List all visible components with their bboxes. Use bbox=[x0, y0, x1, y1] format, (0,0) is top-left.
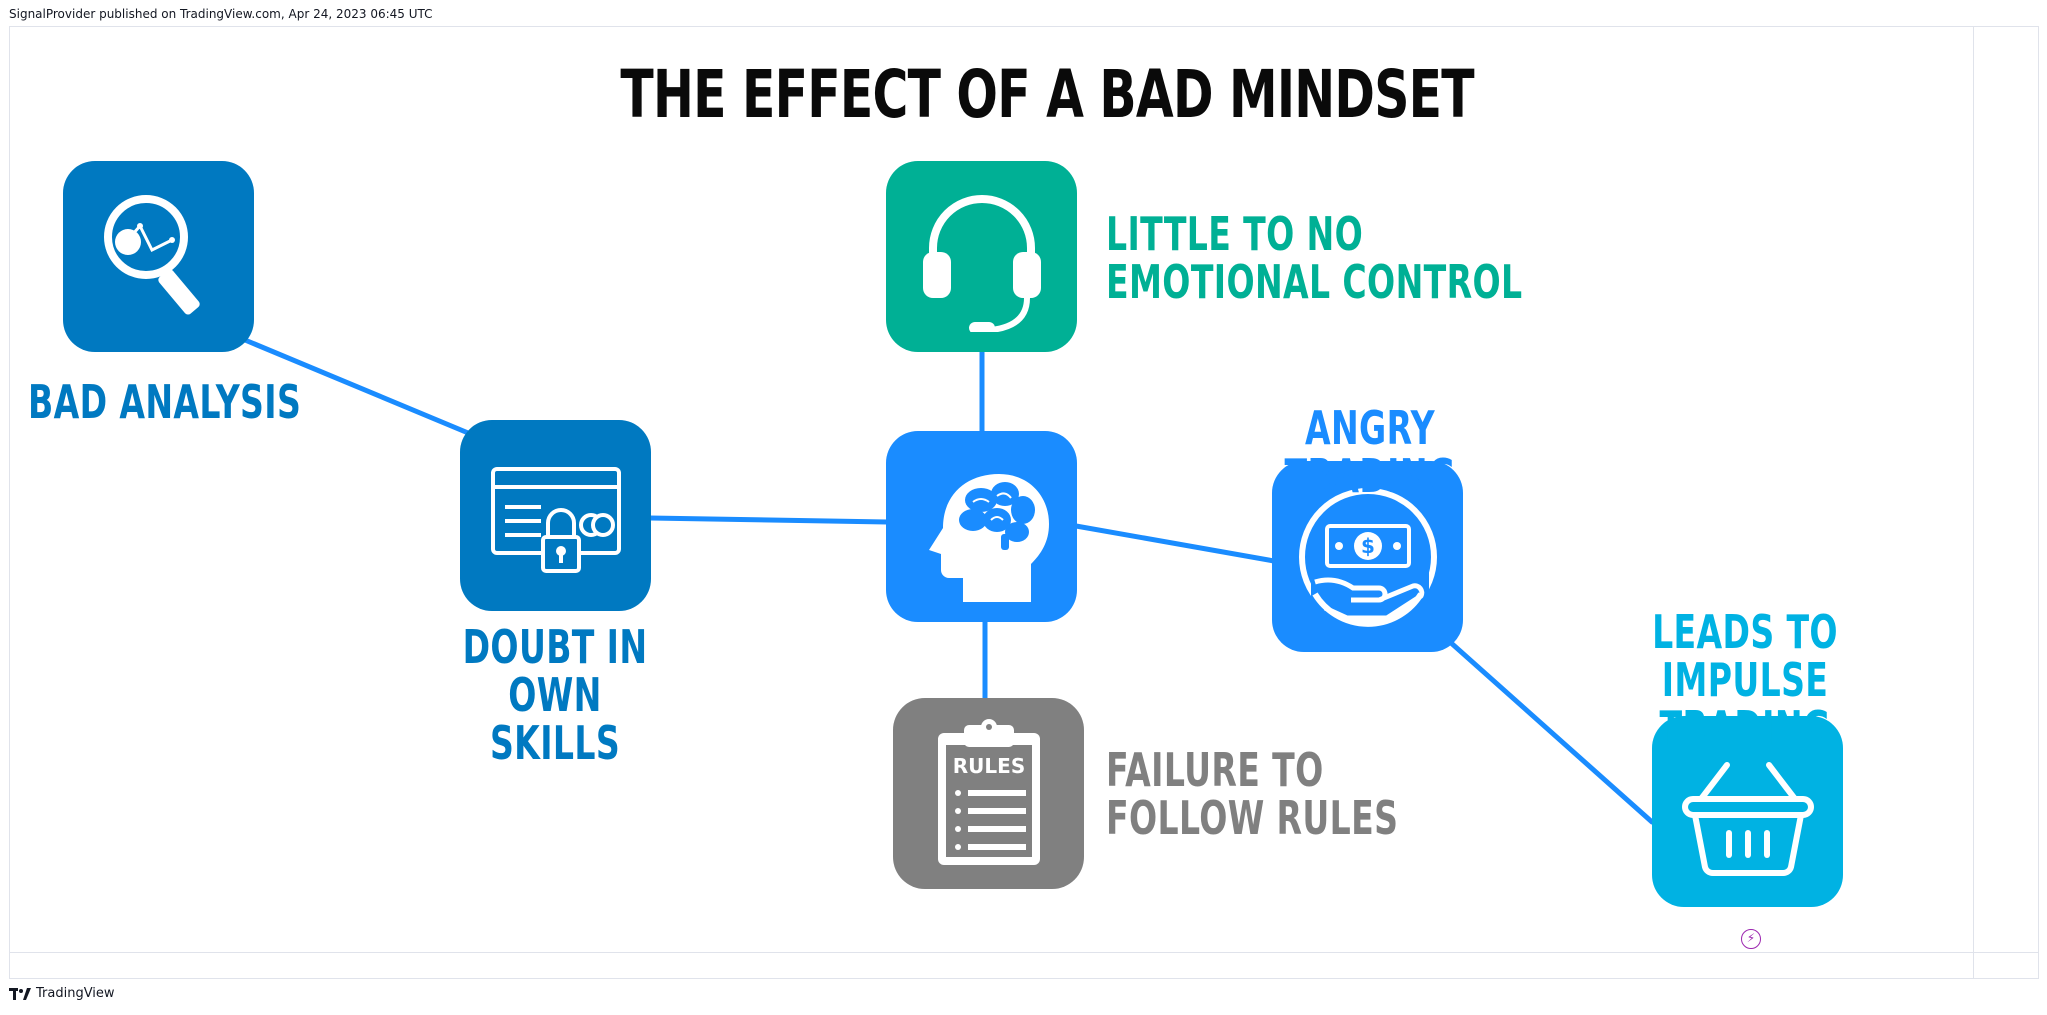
label-doubt: DOUBT IN OWN SKILLS bbox=[462, 620, 648, 770]
diagram-title: THE EFFECT OF A BAD MINDSET bbox=[620, 56, 1474, 133]
tile-angry: $ bbox=[1272, 461, 1463, 652]
time-scale-separator bbox=[9, 952, 2039, 953]
connector-center-angry bbox=[1073, 523, 1277, 564]
svg-text:$: $ bbox=[1361, 534, 1375, 558]
tile-emotional bbox=[886, 161, 1077, 352]
publish-line: SignalProvider published on TradingView.… bbox=[9, 7, 433, 21]
basket-icon bbox=[1681, 761, 1814, 876]
label-angry: ANGRY TRADING bbox=[1284, 401, 1456, 503]
magnifier-chart-icon bbox=[103, 194, 200, 315]
footer-brand-label: TradingView bbox=[36, 986, 115, 1001]
clipboard-rules-text: RULES bbox=[952, 754, 1024, 778]
price-scale-separator bbox=[1973, 26, 1974, 979]
tile-center-brain bbox=[886, 431, 1077, 622]
label-emotional: LITTLE TO NO EMOTIONAL CONTROL bbox=[1106, 207, 1523, 309]
connector-analysis-doubt bbox=[242, 337, 476, 438]
label-impulse: LEADS TO IMPULSE TRADING bbox=[1652, 605, 1838, 755]
tile-doubt bbox=[460, 420, 651, 611]
tile-impulse bbox=[1652, 716, 1843, 907]
clipboard-rules-icon: RULES bbox=[937, 718, 1040, 865]
tile-bad-analysis bbox=[63, 161, 254, 352]
tile-rules: RULES bbox=[893, 698, 1084, 889]
brain-head-icon bbox=[928, 473, 1049, 602]
lightning-icon[interactable]: ⚡ bbox=[1741, 929, 1761, 949]
label-rules: FAILURE TO FOLLOW RULES bbox=[1106, 743, 1399, 845]
footer-brand[interactable]: TradingView bbox=[9, 986, 115, 1001]
tradingview-logo-icon bbox=[9, 987, 31, 1000]
label-bad-analysis: BAD ANALYSIS bbox=[28, 375, 302, 429]
card-lock-icon bbox=[490, 466, 621, 573]
connector-doubt-center bbox=[647, 515, 890, 525]
connector-angry-impulse bbox=[1447, 639, 1655, 825]
money-hand-icon: $ bbox=[1298, 487, 1437, 627]
headset-icon bbox=[922, 194, 1041, 332]
